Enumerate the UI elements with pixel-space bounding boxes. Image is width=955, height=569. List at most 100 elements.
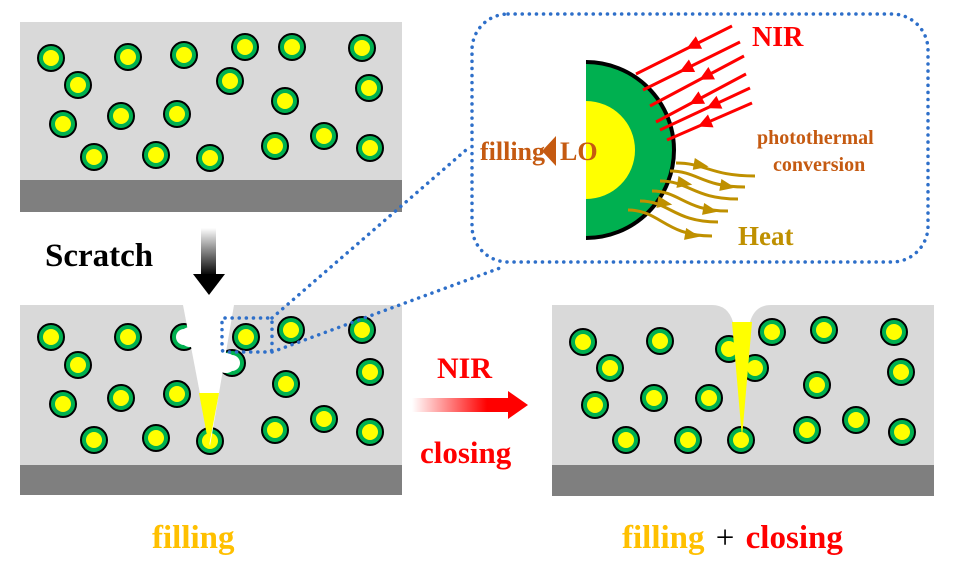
heat-wave: [651, 189, 729, 215]
panel-intact: [20, 22, 402, 212]
capsule: [261, 416, 289, 444]
capsule: [888, 418, 916, 446]
scratch-arrow-icon: [193, 228, 225, 295]
capsule: [810, 316, 838, 344]
capsule: [356, 358, 384, 386]
capsule: [107, 384, 135, 412]
nir-label-inset: NIR: [752, 22, 804, 53]
capsule: [803, 371, 831, 399]
capsule: [49, 390, 77, 418]
filling-arrow-icon: [542, 136, 556, 166]
capsule: [142, 424, 170, 452]
capsule-outline: [585, 60, 676, 240]
heat-wave: [639, 196, 719, 224]
capsule: [842, 406, 870, 434]
capsule: [271, 87, 299, 115]
panel-scratched: [20, 305, 402, 495]
capsule: [887, 358, 915, 386]
capsule: [356, 134, 384, 162]
capsule: [581, 391, 609, 419]
heat-wave: [627, 208, 713, 240]
capsule-core-half: [586, 101, 635, 199]
substrate-layer: [20, 180, 402, 212]
capsule: [356, 418, 384, 446]
scratch-crack: [183, 305, 234, 446]
capsule: [640, 384, 668, 412]
capsule: [646, 327, 674, 355]
capsule: [310, 122, 338, 150]
nir-ray: [635, 24, 733, 76]
filling-closing-caption: filling + closing: [622, 520, 843, 556]
capsule: [596, 354, 624, 382]
capsule: [216, 67, 244, 95]
capsule: [674, 426, 702, 454]
inset-detail: LO filling NIR Heat photothermal convers…: [480, 22, 874, 251]
zoom-indicator: [220, 12, 930, 354]
capsule-group: [37, 316, 384, 455]
capsule: [114, 43, 142, 71]
capsule: [37, 44, 65, 72]
capsule-group: [37, 33, 384, 172]
healed-crack-fill: [732, 322, 752, 438]
nir-ray: [642, 40, 741, 92]
heat-wave: [675, 158, 756, 178]
capsule: [727, 426, 755, 454]
closing-process-label: closing: [420, 435, 512, 470]
capsule: [277, 316, 305, 344]
capsule: [348, 34, 376, 62]
heat-label: Heat: [738, 221, 793, 251]
filling-label-inset: filling: [480, 137, 545, 166]
nir-ray: [659, 86, 751, 132]
capsule: [278, 33, 306, 61]
capsule: [49, 110, 77, 138]
substrate-layer: [20, 465, 402, 495]
capsule: [355, 74, 383, 102]
capsule: [793, 416, 821, 444]
caption-closing: closing: [746, 520, 844, 556]
nir-rays: [635, 24, 753, 142]
filling-caption: filling: [152, 520, 235, 556]
capsule: [232, 323, 260, 351]
nir-process-label: NIR: [437, 352, 492, 385]
capsule: [142, 141, 170, 169]
heat-wave: [659, 176, 739, 201]
zoom-line-top: [270, 148, 468, 320]
inset-frame: [470, 12, 930, 264]
capsule: [569, 328, 597, 356]
capsule: [64, 71, 92, 99]
nir-ray: [655, 72, 747, 124]
capsule: [272, 370, 300, 398]
zoom-line-bottom: [270, 266, 502, 354]
capsule: [758, 318, 786, 346]
capsule: [261, 132, 289, 160]
capsule: [107, 102, 135, 130]
capsule: [196, 144, 224, 172]
capsule: [64, 351, 92, 379]
nir-process-arrow-icon: [412, 391, 528, 419]
capsule: [695, 384, 723, 412]
heat-waves: [627, 158, 756, 240]
zoom-box: [220, 316, 274, 354]
capsule: [880, 318, 908, 346]
capsule-group: [569, 316, 916, 454]
caption-filling: filling: [622, 520, 705, 556]
capsule: [348, 316, 376, 344]
nir-ray: [649, 54, 745, 108]
heat-wave: [669, 169, 746, 191]
capsule: [80, 426, 108, 454]
substrate-layer: [552, 465, 934, 496]
capsule: [310, 405, 338, 433]
photothermal-label-line2: conversion: [773, 154, 865, 176]
caption-plus: +: [716, 520, 735, 556]
core-label: LO: [560, 137, 598, 166]
capsule: [163, 380, 191, 408]
scratch-label: Scratch: [45, 238, 153, 274]
capsule: [114, 323, 142, 351]
capsule: [231, 33, 259, 61]
panel-healed: [552, 305, 934, 496]
capsule: [163, 100, 191, 128]
capsule: [80, 143, 108, 171]
capsule: [612, 426, 640, 454]
photothermal-label-line1: photothermal: [757, 127, 874, 149]
